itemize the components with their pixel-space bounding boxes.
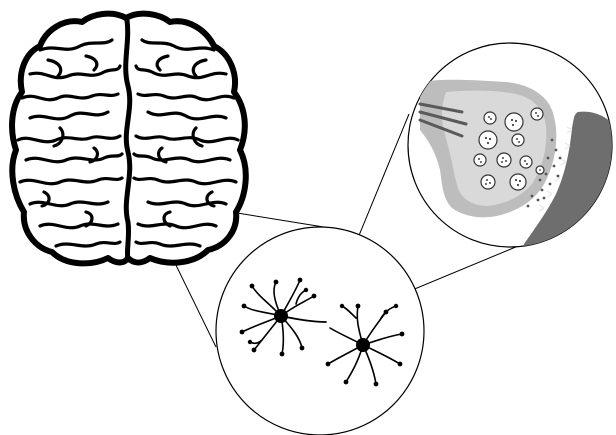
vesicle (531, 108, 543, 120)
vesicle (479, 131, 497, 149)
brain-illustration (12, 14, 246, 264)
neurons-circle-border (216, 227, 424, 435)
vesicle (484, 112, 496, 124)
vesicle (505, 113, 523, 131)
vesicle (520, 156, 532, 168)
vesicle (481, 175, 495, 189)
synapse-zoom-circle (408, 43, 616, 250)
neurons-zoom-circle (216, 227, 424, 435)
vesicle (510, 174, 526, 190)
vesicle (512, 134, 524, 146)
vesicle (474, 154, 486, 166)
vesicle (497, 153, 511, 167)
